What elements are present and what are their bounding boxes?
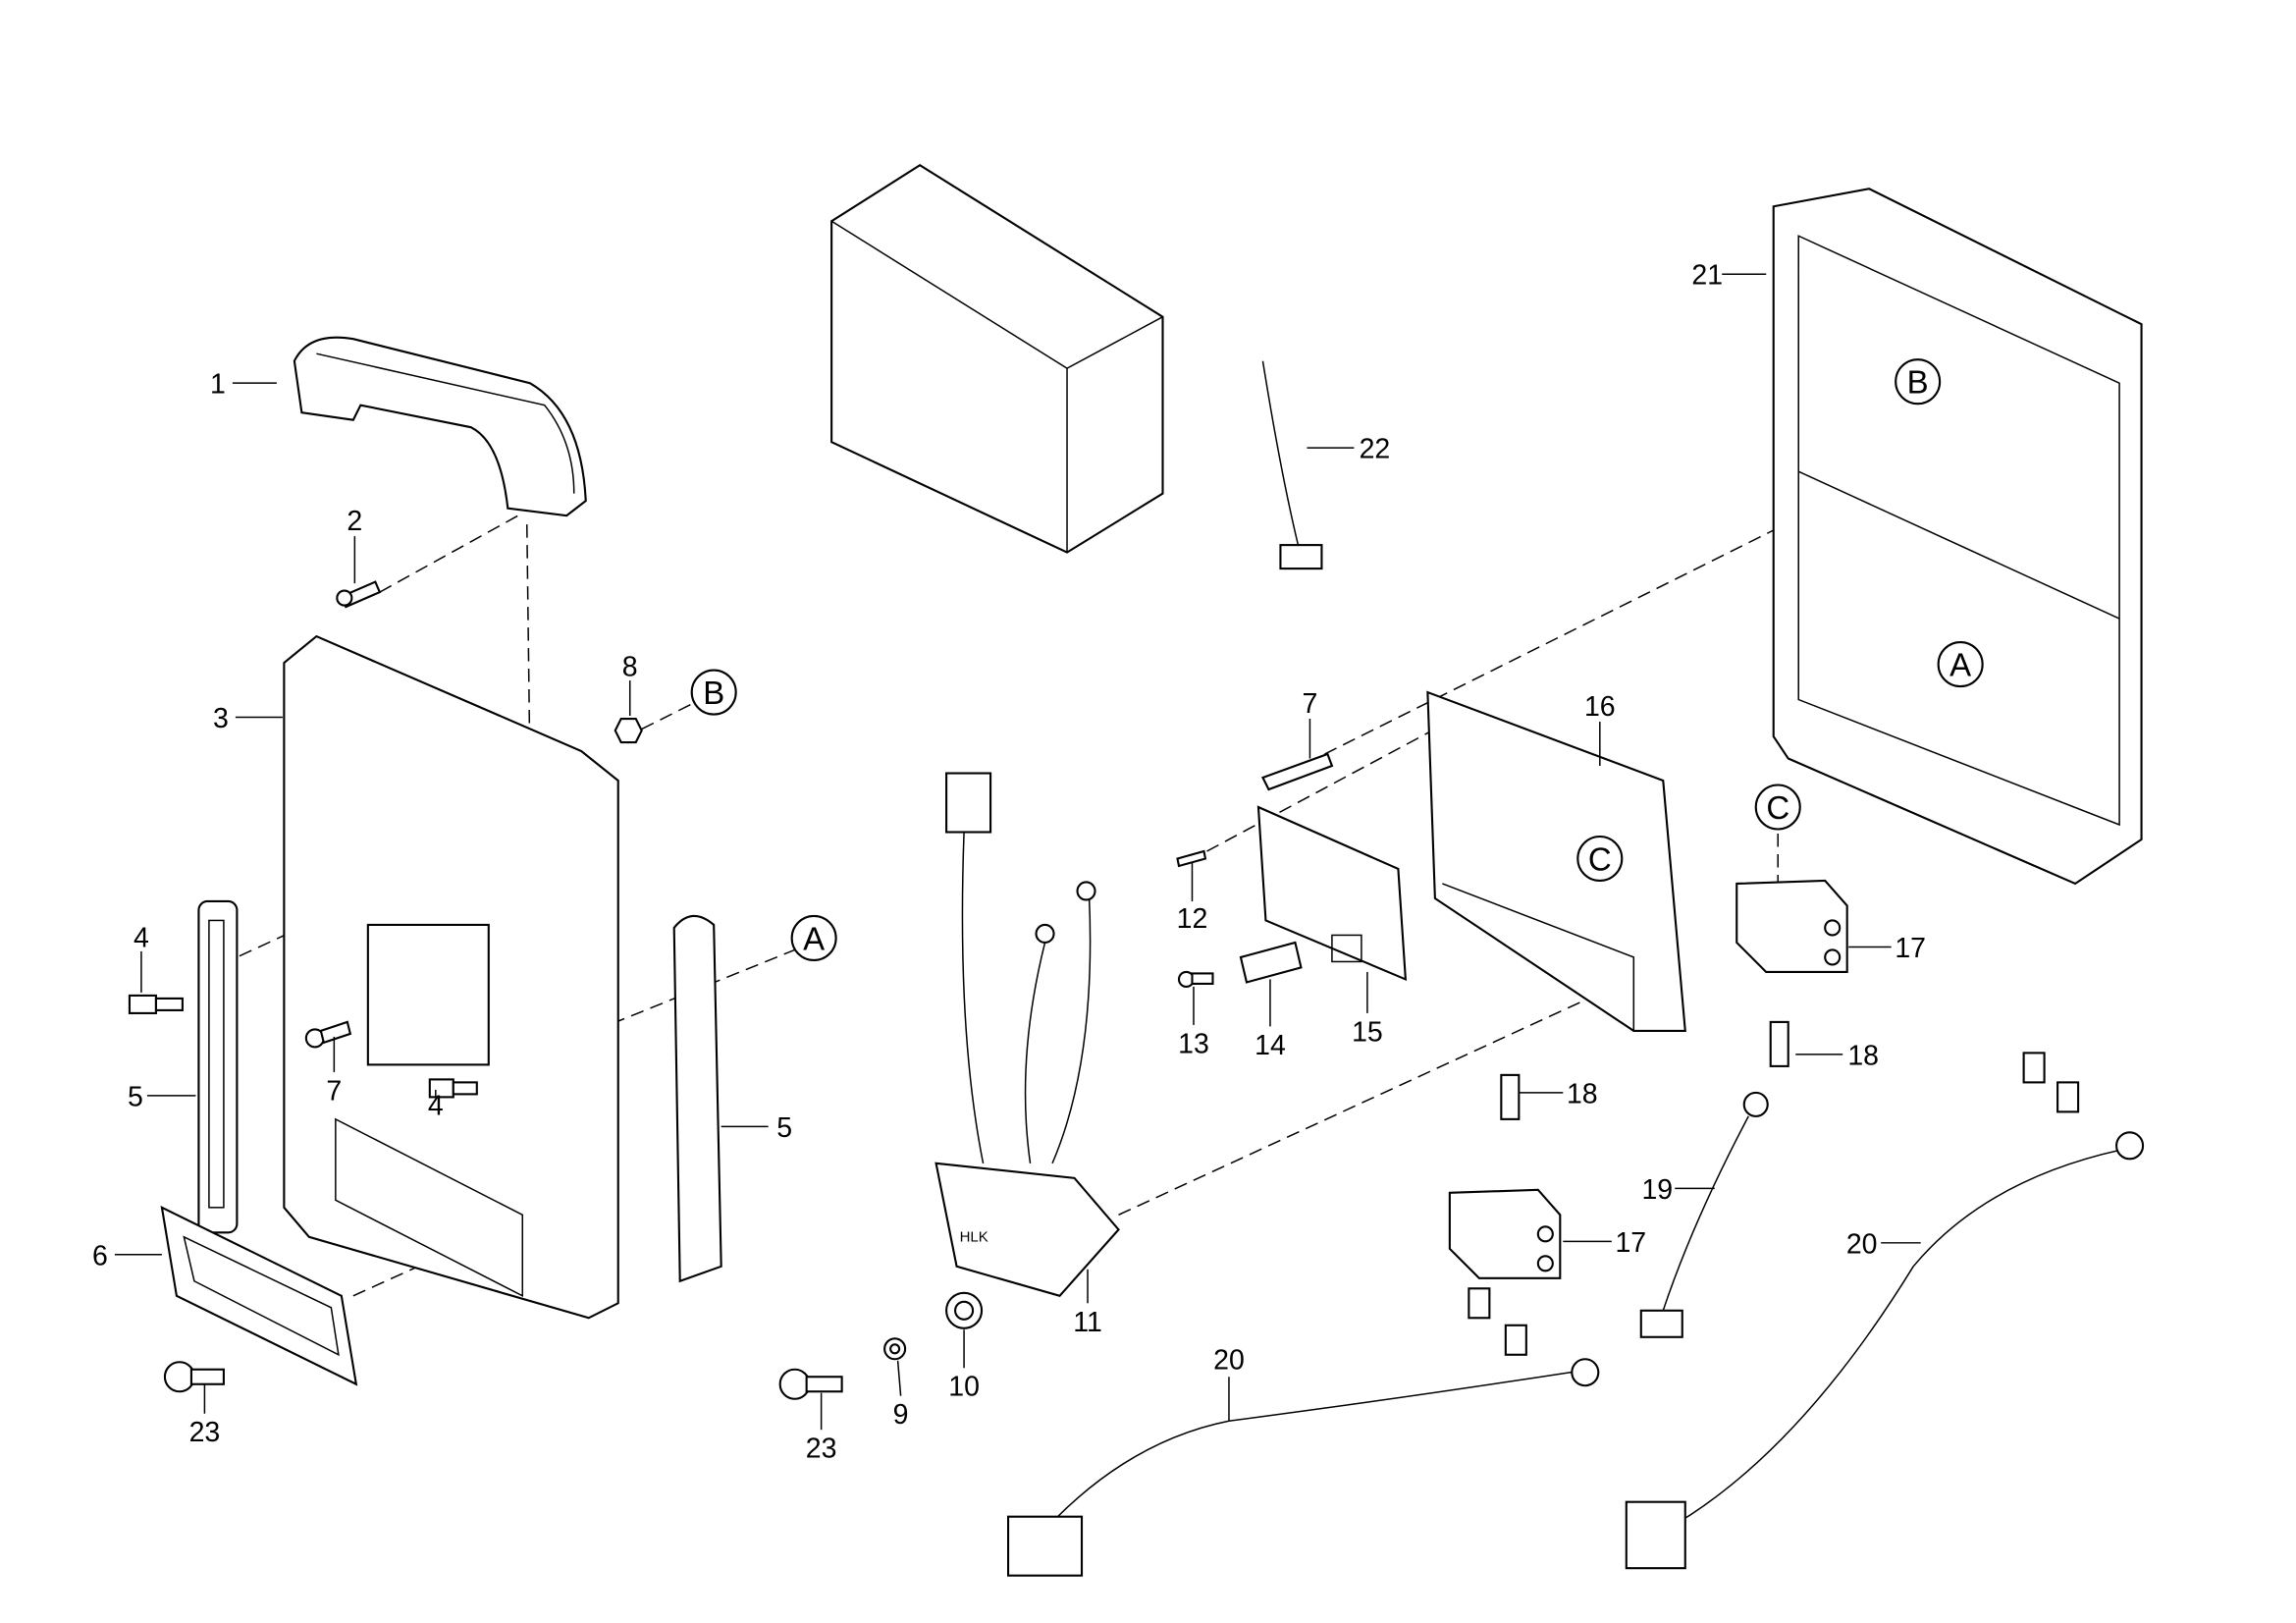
part-connector-assembly: HLK [934, 772, 1120, 1297]
callout-14: 14 [1255, 1030, 1286, 1061]
callout-18: 18 [1847, 1040, 1879, 1071]
callout-20: 20 [1846, 1228, 1878, 1260]
reference-a: A [803, 920, 825, 956]
part-circuit-board [1256, 805, 1408, 982]
part-housing [1772, 188, 2143, 886]
part-plate [160, 1205, 358, 1386]
part-sensor-wire [1261, 360, 1323, 570]
reference-markers: B A B A C C [690, 358, 1984, 961]
part-rail-right [672, 914, 722, 1283]
callout-11: 11 [1073, 1307, 1102, 1338]
callout-6: 6 [92, 1240, 108, 1271]
reference-a: A [1949, 647, 1971, 683]
leader-lines [114, 273, 1921, 1431]
callout-15: 15 [1352, 1016, 1383, 1048]
reference-c: C [1588, 840, 1612, 877]
callout-22: 22 [1360, 434, 1391, 465]
part-screw-23 [778, 1368, 843, 1400]
part-harness [1007, 1287, 1600, 1577]
callout-21: 21 [1691, 260, 1723, 292]
callout-17: 17 [1615, 1227, 1646, 1259]
part-battery-pack [830, 164, 1164, 554]
callout-8: 8 [622, 652, 638, 683]
part-screw-18 [1769, 1020, 1789, 1067]
part-relay [1735, 879, 1848, 973]
part-handle [293, 336, 587, 517]
callout-16: 16 [1584, 691, 1616, 723]
callout-10: 10 [948, 1372, 980, 1403]
part-screw-4 [128, 994, 184, 1014]
callout-3: 3 [213, 703, 229, 734]
callout-19: 19 [1641, 1174, 1673, 1206]
callout-23: 23 [189, 1417, 221, 1448]
part-harness [1625, 1052, 2145, 1570]
part-screw-18 [1500, 1073, 1521, 1120]
callout-4: 4 [428, 1090, 444, 1121]
part-cover [283, 634, 619, 1320]
callout-5: 5 [776, 1112, 792, 1144]
callout-7: 7 [326, 1075, 342, 1107]
callout-1: 1 [210, 369, 226, 401]
part-screw-12 [1176, 849, 1207, 868]
callout-17: 17 [1895, 933, 1926, 964]
part-screw-23 [163, 1361, 225, 1393]
reference-b: B [703, 675, 724, 711]
part-rail-left [197, 899, 239, 1234]
reference-b: B [1907, 364, 1929, 401]
part-washer [883, 1337, 907, 1361]
part-mounting-bracket [1426, 690, 1686, 1032]
reference-c: C [1766, 789, 1789, 826]
part-screw-2 [336, 580, 382, 609]
callout-5: 5 [128, 1081, 143, 1112]
part-grommet [945, 1291, 984, 1329]
callout-7: 7 [1303, 688, 1318, 720]
part-screw-7b [1260, 752, 1334, 791]
connector-marking: HLK [960, 1228, 988, 1245]
callout-9: 9 [893, 1399, 909, 1431]
part-cable-19 [1639, 1091, 1769, 1338]
part-relay [1448, 1188, 1562, 1279]
callout-labels: 1 2 3 8 4 5 7 4 5 6 23 22 21 7 16 12 13 … [92, 260, 1926, 1465]
callout-20: 20 [1213, 1345, 1245, 1377]
callout-4: 4 [133, 922, 149, 953]
part-clip [1239, 941, 1303, 984]
part-screw-7 [304, 1020, 352, 1049]
callout-2: 2 [347, 506, 362, 537]
callout-23: 23 [806, 1434, 837, 1465]
part-nut [614, 717, 643, 744]
callout-18: 18 [1567, 1078, 1598, 1109]
part-screw-13 [1177, 970, 1214, 988]
callout-12: 12 [1177, 903, 1208, 935]
callout-13: 13 [1178, 1028, 1209, 1059]
